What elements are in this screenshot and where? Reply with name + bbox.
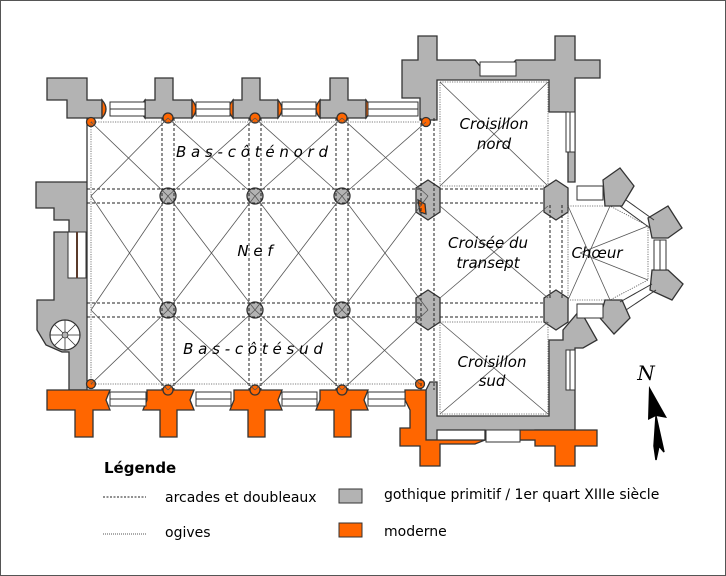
south-transept-wall	[425, 308, 598, 441]
label-bas-cote-sud: B a s - c ô t é s u d	[183, 340, 323, 358]
n-buttress-2	[232, 77, 279, 119]
n-pilaster	[277, 98, 283, 120]
chevet-buttress-1	[602, 167, 635, 207]
n-pilaster	[315, 98, 321, 120]
legend-modern-swatch	[338, 522, 363, 538]
label-croisee-1: Croisée du	[448, 234, 528, 252]
legend: Légende arcades et doubleaux ogives goth…	[103, 459, 659, 541]
n-buttress-1	[144, 77, 193, 119]
label-croisee-2: transept	[456, 254, 520, 272]
north-label: N	[636, 361, 656, 385]
legend-gothic-label: gothique primitif / 1er quart XIIIe sièc…	[384, 487, 659, 503]
north-arrow-icon: N	[636, 361, 667, 461]
crossing-pier-nw	[415, 179, 441, 221]
label-croisillon-sud-1: Croisillon	[458, 353, 527, 371]
s-buttress-2	[229, 389, 283, 438]
n-pilaster	[191, 98, 197, 120]
legend-gothic-swatch	[338, 488, 363, 504]
label-choeur: Chœur	[571, 244, 623, 262]
s-buttress-1	[142, 389, 195, 438]
window	[479, 61, 517, 77]
window	[485, 429, 521, 443]
ogive-frames	[90, 81, 649, 415]
north-transept-wall	[401, 35, 601, 183]
window	[576, 185, 604, 201]
crossing-pier-se	[543, 289, 569, 331]
s-buttress-3	[315, 389, 369, 438]
room-labels: B a s - c ô t é n o r d N e f B a s - c …	[176, 115, 623, 390]
n-pilaster	[101, 98, 107, 120]
n-buttress-3	[319, 77, 367, 119]
window-mullions	[76, 108, 661, 400]
arcades-doubleaux	[87, 118, 563, 390]
label-croisillon-nord-2: nord	[477, 135, 512, 153]
legend-arcades-label: arcades et doubleaux	[165, 490, 317, 506]
legend-ogives-label: ogives	[165, 525, 211, 541]
legend-modern-label: moderne	[384, 524, 447, 540]
label-bas-cote-nord: B a s - c ô t é n o r d	[176, 143, 329, 161]
se-transept-buttress	[519, 429, 598, 467]
gothic-walls	[35, 35, 684, 441]
chevet-buttress-2	[647, 205, 683, 239]
label-croisillon-sud-2: sud	[479, 372, 506, 390]
spiral-staircase	[49, 319, 81, 351]
chevet-buttress-4	[599, 299, 631, 335]
chevet-walls	[619, 199, 657, 311]
legend-title: Légende	[104, 459, 176, 477]
label-nef: N e f	[237, 242, 275, 260]
sw-transept-buttress	[399, 389, 486, 467]
label-croisillon-nord-1: Croisillon	[460, 115, 529, 133]
window	[576, 303, 604, 319]
chevet-buttress-3	[649, 269, 684, 301]
ogives	[90, 81, 649, 415]
south-wall-segment	[46, 389, 111, 438]
